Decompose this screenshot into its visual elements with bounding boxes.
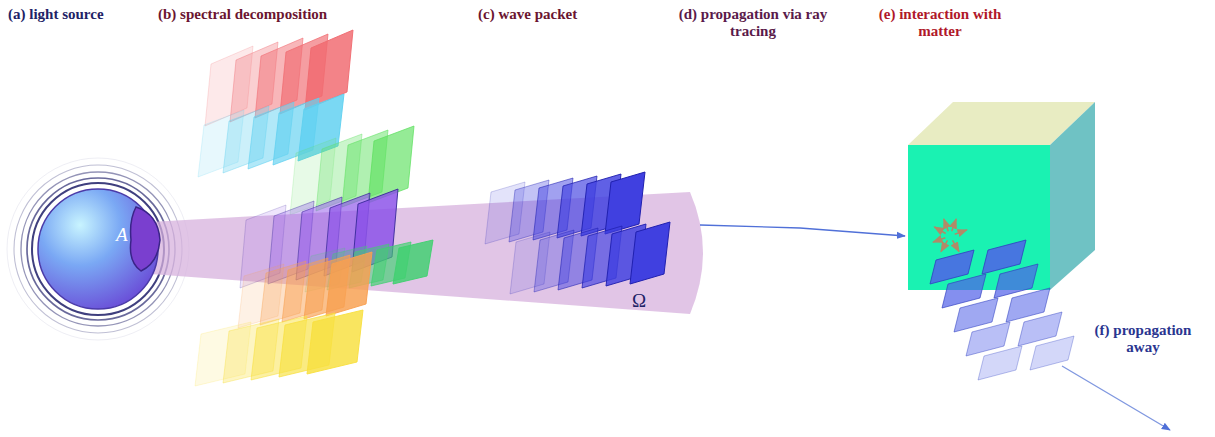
emission-ring: [32, 183, 164, 315]
matter-cube: [908, 102, 1095, 290]
emitting-patch: [130, 207, 160, 271]
emission-ring: [27, 178, 169, 320]
stage-heading: (a) light source: [8, 6, 168, 23]
cube-side: [1050, 102, 1095, 290]
stage-heading: (d) propagation via ray tracing: [673, 6, 833, 41]
outgoing-arrow: [1062, 366, 1170, 430]
emission-ring: [14, 165, 182, 333]
scatter-arrows: [933, 219, 967, 252]
wave-card: [305, 30, 353, 110]
outgoing-packet: [982, 240, 1074, 370]
wave-packet: [510, 222, 670, 294]
scatter-arrow: [953, 240, 960, 251]
emission-ring: [21, 172, 175, 326]
stage-heading: (c) wave packet: [478, 6, 638, 23]
stage-heading: (b) spectral decomposition: [158, 6, 398, 23]
wave-card: [605, 172, 645, 234]
yellow-spectrum: [195, 310, 363, 386]
stage-heading: (f) propagation away: [1078, 322, 1208, 357]
wave-card: [978, 346, 1022, 380]
scatter-arrow: [944, 219, 948, 231]
wave-card: [326, 252, 372, 316]
scatter-arrow: [934, 227, 945, 234]
wave-card: [1030, 336, 1074, 370]
scatter-arrow: [955, 230, 967, 234]
scatter-arrow: [941, 240, 948, 251]
scatter-arrow: [952, 219, 956, 231]
wave-card: [307, 310, 363, 374]
stage-heading: (e) interaction with matter: [870, 6, 1010, 41]
ray-arrow: [700, 225, 905, 236]
wave-card: [630, 222, 670, 284]
patch-label: A: [116, 224, 140, 246]
scatter-arrow: [933, 238, 945, 242]
wave-card: [393, 240, 433, 284]
solid-angle-label: Ω: [632, 290, 656, 312]
